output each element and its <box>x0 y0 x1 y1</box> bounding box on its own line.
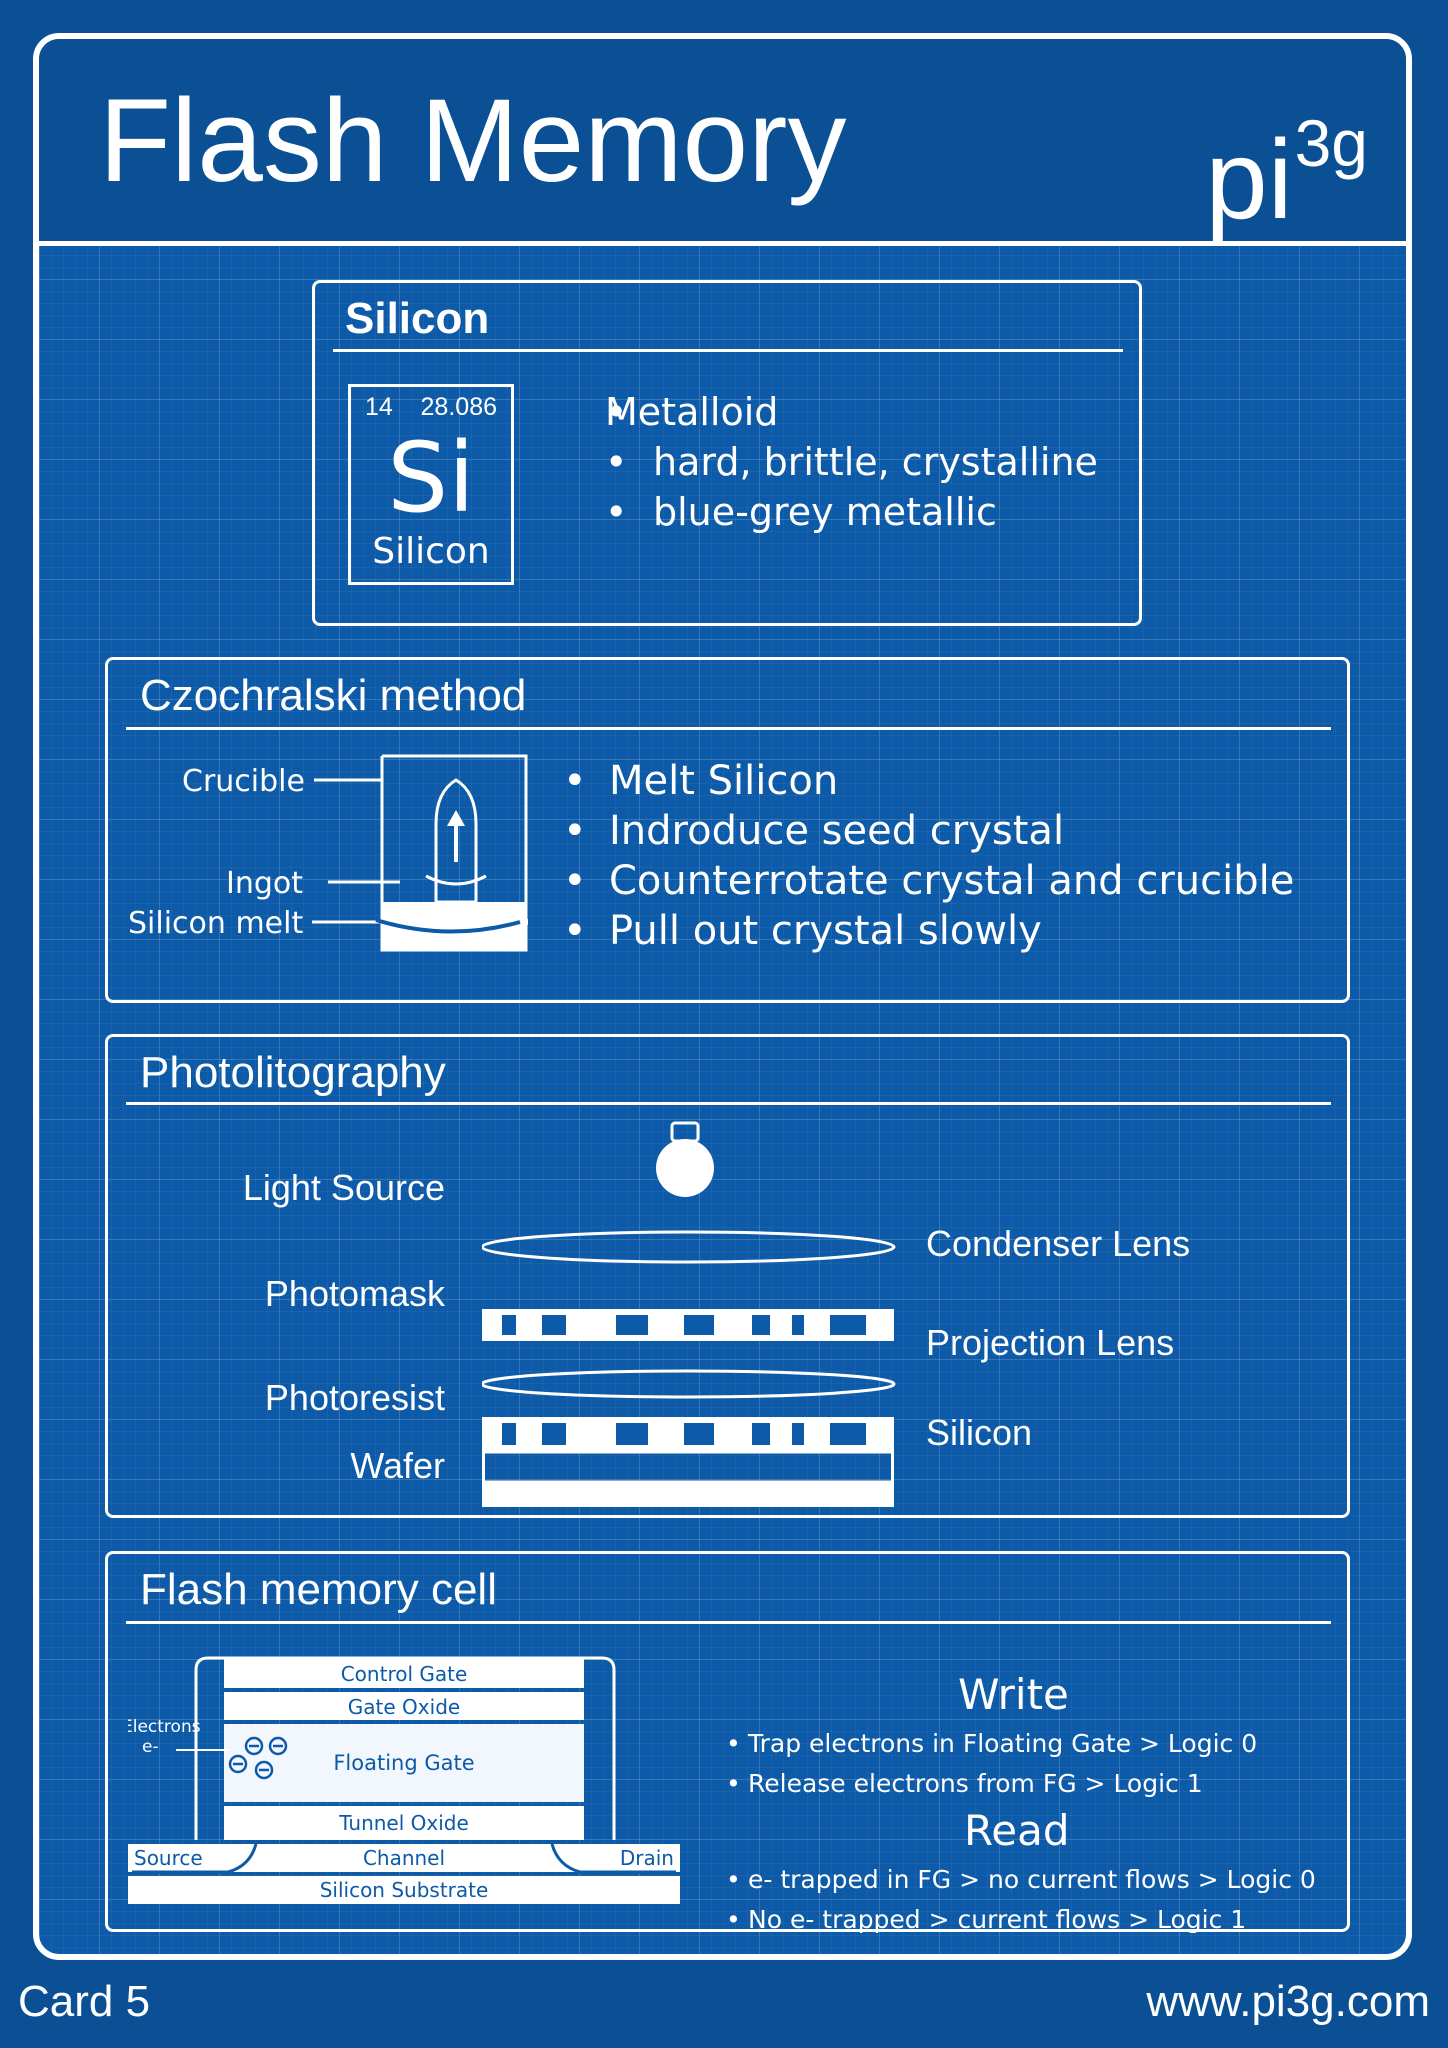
electron-icon <box>268 1736 288 1756</box>
silicon-title: Silicon <box>345 294 490 343</box>
electrons-label: Electrons <box>128 1717 201 1737</box>
control-gate-label: Control Gate <box>341 1662 468 1686</box>
write-rule: Release electrons from FG > Logic 1 <box>726 1764 1257 1804</box>
silicon-melt-label: Silicon melt <box>128 906 304 941</box>
melt-flow-arrow-head-icon <box>515 912 528 932</box>
substrate-label: Silicon Substrate <box>320 1878 489 1902</box>
atomic-number: 14 <box>365 393 393 421</box>
photomask-label: Photomask <box>264 1273 445 1314</box>
crucible-label: Crucible <box>182 764 305 799</box>
flash-cell-title-rule <box>126 1621 1331 1624</box>
melt-flow-arrow-icon <box>375 918 521 934</box>
pull-arrow-head-icon <box>447 810 465 826</box>
czochralski-step: Pull out crystal slowly <box>563 906 1294 956</box>
silicon-layer-label: Silicon <box>926 1412 1033 1453</box>
pi3g-logo: pi3g <box>1205 73 1368 250</box>
channel-block <box>128 1844 680 1872</box>
ingot-label: Ingot <box>226 866 304 901</box>
card-title: Flash Memory <box>99 75 847 207</box>
light-source-label: Light Source <box>242 1167 445 1208</box>
card: Flash Memory pi3g Silicon 14 28.086 Si S… <box>33 33 1412 1960</box>
write-heading: Write <box>958 1670 1069 1719</box>
drain-well <box>550 1843 676 1874</box>
website-link[interactable]: www.pi3g.com <box>1146 1977 1430 2026</box>
wafer <box>482 1483 894 1507</box>
silicon-title-rule <box>333 349 1123 352</box>
element-name: Silicon <box>372 531 490 572</box>
element-tile: 14 28.086 Si Silicon <box>348 384 514 585</box>
element-symbol: Si <box>387 422 475 534</box>
projection-lens-label: Projection Lens <box>926 1322 1175 1363</box>
tunnel-oxide-label: Tunnel Oxide <box>338 1811 469 1835</box>
light-bulb-icon <box>656 1139 714 1197</box>
electron-icon <box>228 1754 248 1774</box>
czochralski-step: Indroduce seed crystal <box>563 806 1294 856</box>
electron-icon <box>244 1736 264 1756</box>
gate-oxide-block <box>224 1692 584 1720</box>
source-well <box>132 1843 258 1874</box>
photolithography-diagram <box>482 1121 896 1507</box>
header: Flash Memory pi3g <box>39 39 1406 246</box>
card-number: Card 5 <box>18 1977 151 2026</box>
gate-oxide-label: Gate Oxide <box>348 1695 460 1719</box>
czochralski-diagram <box>312 754 528 952</box>
photolithography-panel: Photolitography Light Source Photomask P… <box>105 1034 1350 1518</box>
photomask <box>482 1309 894 1341</box>
silicon-property: blue-grey metallic <box>605 487 1098 537</box>
electron-icon <box>254 1760 274 1780</box>
logo-superscript: 3g <box>1294 106 1368 180</box>
czochralski-panel: Czochralski method Crucible Ingot Silico… <box>105 657 1350 1003</box>
projection-lens <box>482 1369 896 1399</box>
read-heading: Read <box>964 1806 1070 1855</box>
wafer-label: Wafer <box>350 1445 445 1486</box>
read-rules: e- trapped in FG > no current flows > Lo… <box>726 1860 1316 1940</box>
floating-gate-label: Floating Gate <box>333 1751 474 1775</box>
photoresist-label: Photoresist <box>264 1377 445 1418</box>
substrate-block <box>128 1876 680 1904</box>
atomic-mass: 28.086 <box>420 393 497 421</box>
floating-gate-block <box>224 1724 584 1802</box>
logo-base: pi <box>1205 117 1293 242</box>
flash-cell-title: Flash memory cell <box>140 1565 497 1614</box>
silicon-property: hard, brittle, crystalline <box>605 437 1098 487</box>
write-rule: Trap electrons in Floating Gate > Logic … <box>726 1724 1257 1764</box>
write-rules: Trap electrons in Floating Gate > Logic … <box>726 1724 1257 1804</box>
drain-label: Drain <box>620 1846 674 1870</box>
electron-symbol-label: e- <box>142 1737 159 1757</box>
condenser-lens-label: Condenser Lens <box>926 1223 1191 1264</box>
czochralski-step: Melt Silicon <box>563 756 1294 806</box>
ingot <box>434 778 478 904</box>
czochralski-title-rule <box>126 727 1331 730</box>
read-rule: e- trapped in FG > no current flows > Lo… <box>726 1860 1316 1900</box>
flash-cell-diagram: Control Gate Gate Oxide Floating Gate Tu… <box>128 1656 680 1904</box>
source-label: Source <box>134 1846 203 1870</box>
rotation-arrow-icon <box>425 874 487 886</box>
czochralski-step: Counterrotate crystal and crucible <box>563 856 1294 906</box>
bulb-cap <box>670 1121 700 1143</box>
read-rule: No e- trapped > current flows > Logic 1 <box>726 1900 1316 1940</box>
czochralski-title: Czochralski method <box>140 671 527 720</box>
silicon-panel: Silicon 14 28.086 Si Silicon Metalloid h… <box>312 280 1142 626</box>
electron-group <box>228 1736 288 1780</box>
silicon-layer <box>482 1450 894 1484</box>
photolithography-title-rule <box>126 1102 1331 1105</box>
silicon-properties: Metalloid hard, brittle, crystalline blu… <box>605 387 1098 537</box>
control-gate-block <box>224 1658 584 1688</box>
photolithography-title: Photolitography <box>140 1048 446 1097</box>
silicon-property: Metalloid <box>605 387 1098 437</box>
photoresist-layer <box>482 1417 894 1451</box>
flash-cell-panel: Flash memory cell Control G <box>105 1551 1350 1940</box>
channel-label: Channel <box>363 1846 445 1870</box>
condenser-lens <box>482 1230 896 1264</box>
tunnel-oxide-block <box>224 1806 584 1840</box>
czochralski-steps: Melt Silicon Indroduce seed crystal Coun… <box>563 756 1294 956</box>
